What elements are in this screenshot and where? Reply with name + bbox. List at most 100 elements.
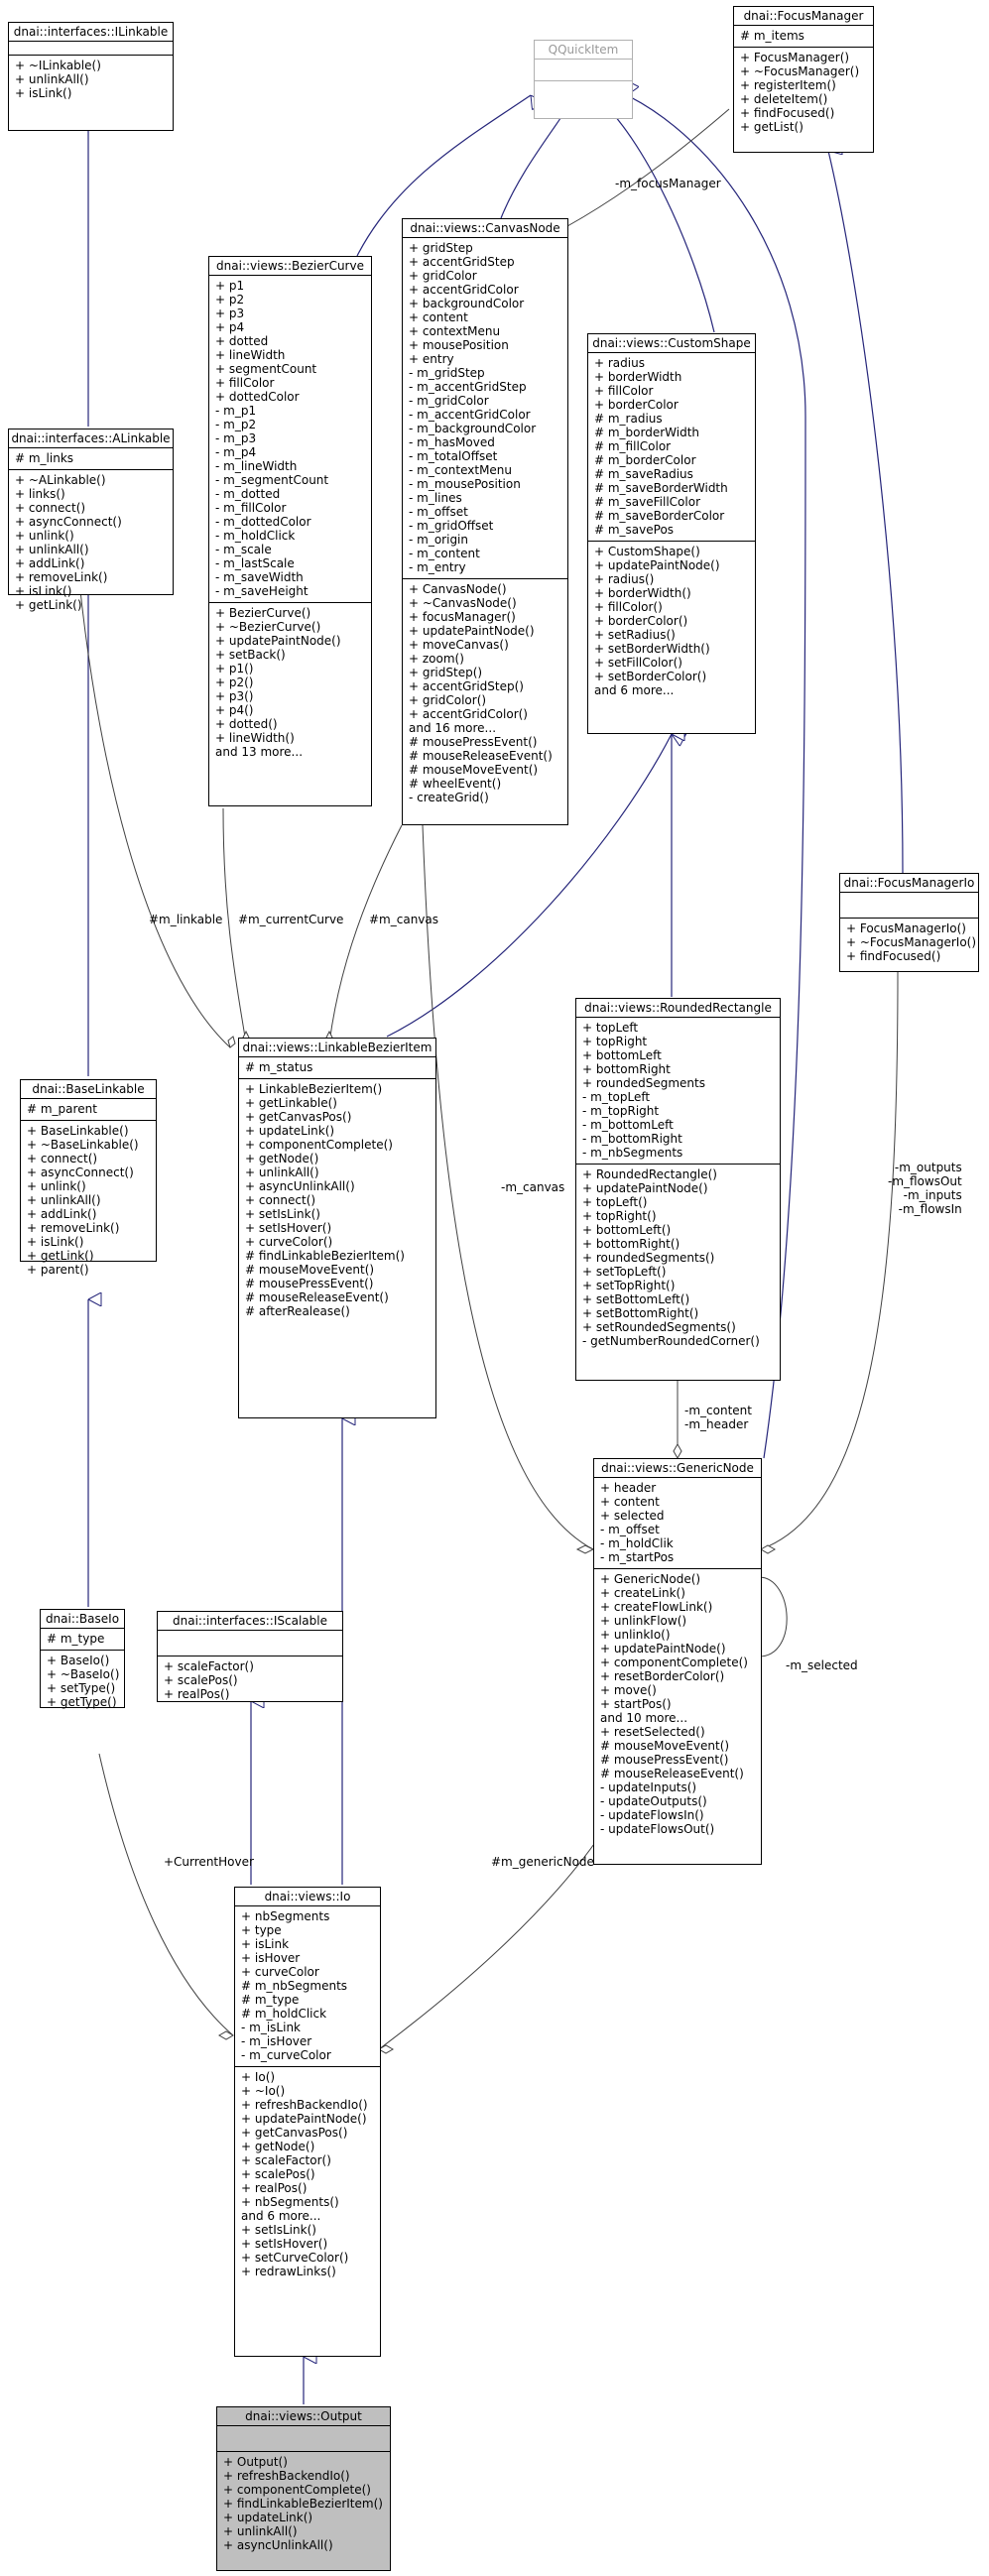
member: + parent(): [27, 1263, 89, 1277]
member: + p3(): [215, 689, 254, 703]
member: + FocusManager(): [740, 51, 850, 64]
member: + selected: [600, 1509, 665, 1523]
class-io[interactable]: dnai::views::Io + nbSegments+ type+ isLi…: [234, 1887, 381, 2357]
label-m-currentcurve: #m_currentCurve: [238, 913, 344, 926]
member: + backgroundColor: [409, 297, 525, 310]
member: - m_offset: [600, 1523, 660, 1536]
diamond-genericnode-left: [575, 1544, 595, 1554]
class-attributes: [535, 60, 632, 81]
member: + setFillColor(): [594, 656, 682, 670]
member: + deleteItem(): [740, 92, 828, 106]
member: + updatePaintNode(): [582, 1181, 708, 1195]
member: + curveColor: [241, 1965, 319, 1979]
class-baseio[interactable]: dnai::BaseIo # m_type + BaseIo()+ ~BaseI…: [40, 1609, 125, 1709]
class-attributes: [840, 893, 978, 919]
member: + componentComplete(): [600, 1656, 748, 1669]
member: - m_bottomLeft: [582, 1118, 674, 1132]
member: + CanvasNode(): [409, 582, 507, 596]
member: # m_status: [245, 1060, 313, 1074]
class-baselinkable[interactable]: dnai::BaseLinkable # m_parent + BaseLink…: [20, 1079, 157, 1277]
member: + findFocused(): [846, 949, 941, 963]
class-methods: + GenericNode()+ createLink()+ createFlo…: [594, 1569, 761, 1840]
member: + ~BaseIo(): [47, 1667, 120, 1681]
member: + accentGridStep(): [409, 679, 524, 693]
member: + content: [409, 310, 468, 324]
class-methods: + CanvasNode()+ ~CanvasNode()+ focusMana…: [403, 579, 567, 808]
class-beziercurve[interactable]: dnai::views::BezierCurve + p1+ p2+ p3+ p…: [208, 256, 372, 806]
member: + topLeft(): [582, 1195, 648, 1209]
member: + asyncUnlinkAll(): [245, 1179, 355, 1193]
diamond-lbi-1: [227, 1036, 236, 1048]
member: # mousePressEvent(): [409, 735, 538, 749]
member: + unlinkAll(): [223, 2524, 298, 2538]
member: + startPos(): [600, 1697, 672, 1711]
member: # mousePressEvent(): [600, 1753, 729, 1767]
class-methods: [535, 81, 632, 94]
member: + getCanvasPos(): [245, 1110, 352, 1124]
class-qquickitem[interactable]: QQuickItem: [534, 40, 633, 119]
class-attributes: + gridStep+ accentGridStep+ gridColor+ a…: [403, 238, 567, 579]
inherit-customshape-qquickitem: [595, 95, 715, 333]
label-m-linkable: #m_linkable: [149, 913, 223, 926]
inherit-genericnode-qquickitem: [627, 95, 806, 1459]
member: + RoundedRectangle(): [582, 1167, 717, 1181]
class-title: dnai::BaseIo: [41, 1610, 124, 1629]
member: + unlinkAll(): [27, 1193, 101, 1207]
member: + fillColor: [594, 384, 654, 398]
member: - m_accentGridStep: [409, 380, 527, 394]
member: -m_inputs: [903, 1188, 962, 1202]
class-customshape[interactable]: dnai::views::CustomShape + radius+ borde…: [587, 333, 756, 734]
member: -m_header: [684, 1417, 749, 1431]
class-title: dnai::views::CustomShape: [588, 334, 755, 353]
member: # mouseReleaseEvent(): [245, 1290, 389, 1304]
member: + ~ILinkable(): [15, 59, 101, 72]
class-title: dnai::FocusManager: [734, 7, 873, 26]
class-ilinkable[interactable]: dnai::interfaces::ILinkable + ~ILinkable…: [8, 22, 174, 131]
member: - m_startPos: [600, 1550, 675, 1564]
member: + bottomRight: [582, 1062, 671, 1076]
class-focusmanagerio[interactable]: dnai::FocusManagerIo + FocusManagerIo()+…: [839, 873, 979, 972]
member: and 6 more...: [594, 683, 675, 697]
member: + getList(): [740, 120, 804, 134]
class-focusmanager[interactable]: dnai::FocusManager # m_items + FocusMana…: [733, 6, 874, 153]
member: + setBack(): [215, 648, 286, 662]
member: + roundedSegments(): [582, 1251, 715, 1265]
assoc-canvasnode-lbi: [328, 824, 403, 1044]
member: + unlinkAll(): [245, 1165, 319, 1179]
class-attributes: + header+ content+ selected- m_offset- m…: [594, 1478, 761, 1569]
member: - m_accentGridColor: [409, 408, 531, 422]
class-roundedrectangle[interactable]: dnai::views::RoundedRectangle + topLeft+…: [575, 998, 781, 1381]
member: + refreshBackendIo(): [223, 2469, 350, 2483]
label-m-canvas-gn: -m_canvas: [501, 1180, 565, 1194]
class-linkablebezieritem[interactable]: dnai::views::LinkableBezierItem # m_stat…: [238, 1038, 436, 1418]
member: + setIsHover(): [245, 1221, 332, 1235]
member: # m_radius: [594, 412, 663, 426]
member: + componentComplete(): [223, 2483, 371, 2497]
label-m-canvas-lbi: #m_canvas: [369, 913, 439, 926]
class-alinkable[interactable]: dnai::interfaces::ALinkable # m_links + …: [8, 429, 174, 612]
member: + bottomLeft: [582, 1048, 662, 1062]
member: # m_type: [241, 1993, 300, 2007]
member: + updatePaintNode(): [215, 634, 341, 648]
class-iscalable[interactable]: dnai::interfaces::IScalable + scaleFacto…: [157, 1611, 343, 1702]
member: + LinkableBezierItem(): [245, 1082, 383, 1096]
member: + fillColor(): [594, 600, 663, 614]
member: + setCurveColor(): [241, 2251, 349, 2265]
member: - m_scale: [215, 543, 272, 556]
class-output[interactable]: dnai::views::Output + Output()+ refreshB…: [216, 2406, 391, 2571]
member: + borderColor: [594, 398, 679, 412]
member: # mouseMoveEvent(): [245, 1263, 375, 1277]
member: - m_lineWidth: [215, 459, 298, 473]
member: + BaseLinkable(): [27, 1124, 129, 1138]
member: - m_gridColor: [409, 394, 489, 408]
label-m-genericnode: #m_genericNode: [491, 1855, 594, 1869]
member: + accentGridColor: [409, 283, 519, 297]
member: # m_nbSegments: [241, 1979, 348, 1993]
class-canvasnode[interactable]: dnai::views::CanvasNode + gridStep+ acce…: [402, 218, 568, 825]
member: + gridColor(): [409, 693, 487, 707]
member: # m_saveBorderWidth: [594, 481, 728, 495]
member: + p3: [215, 307, 245, 320]
class-genericnode[interactable]: dnai::views::GenericNode + header+ conte…: [593, 1458, 762, 1865]
member: + lineWidth(): [215, 731, 295, 745]
class-methods: + ~ILinkable()+ unlinkAll()+ isLink(): [9, 56, 173, 104]
